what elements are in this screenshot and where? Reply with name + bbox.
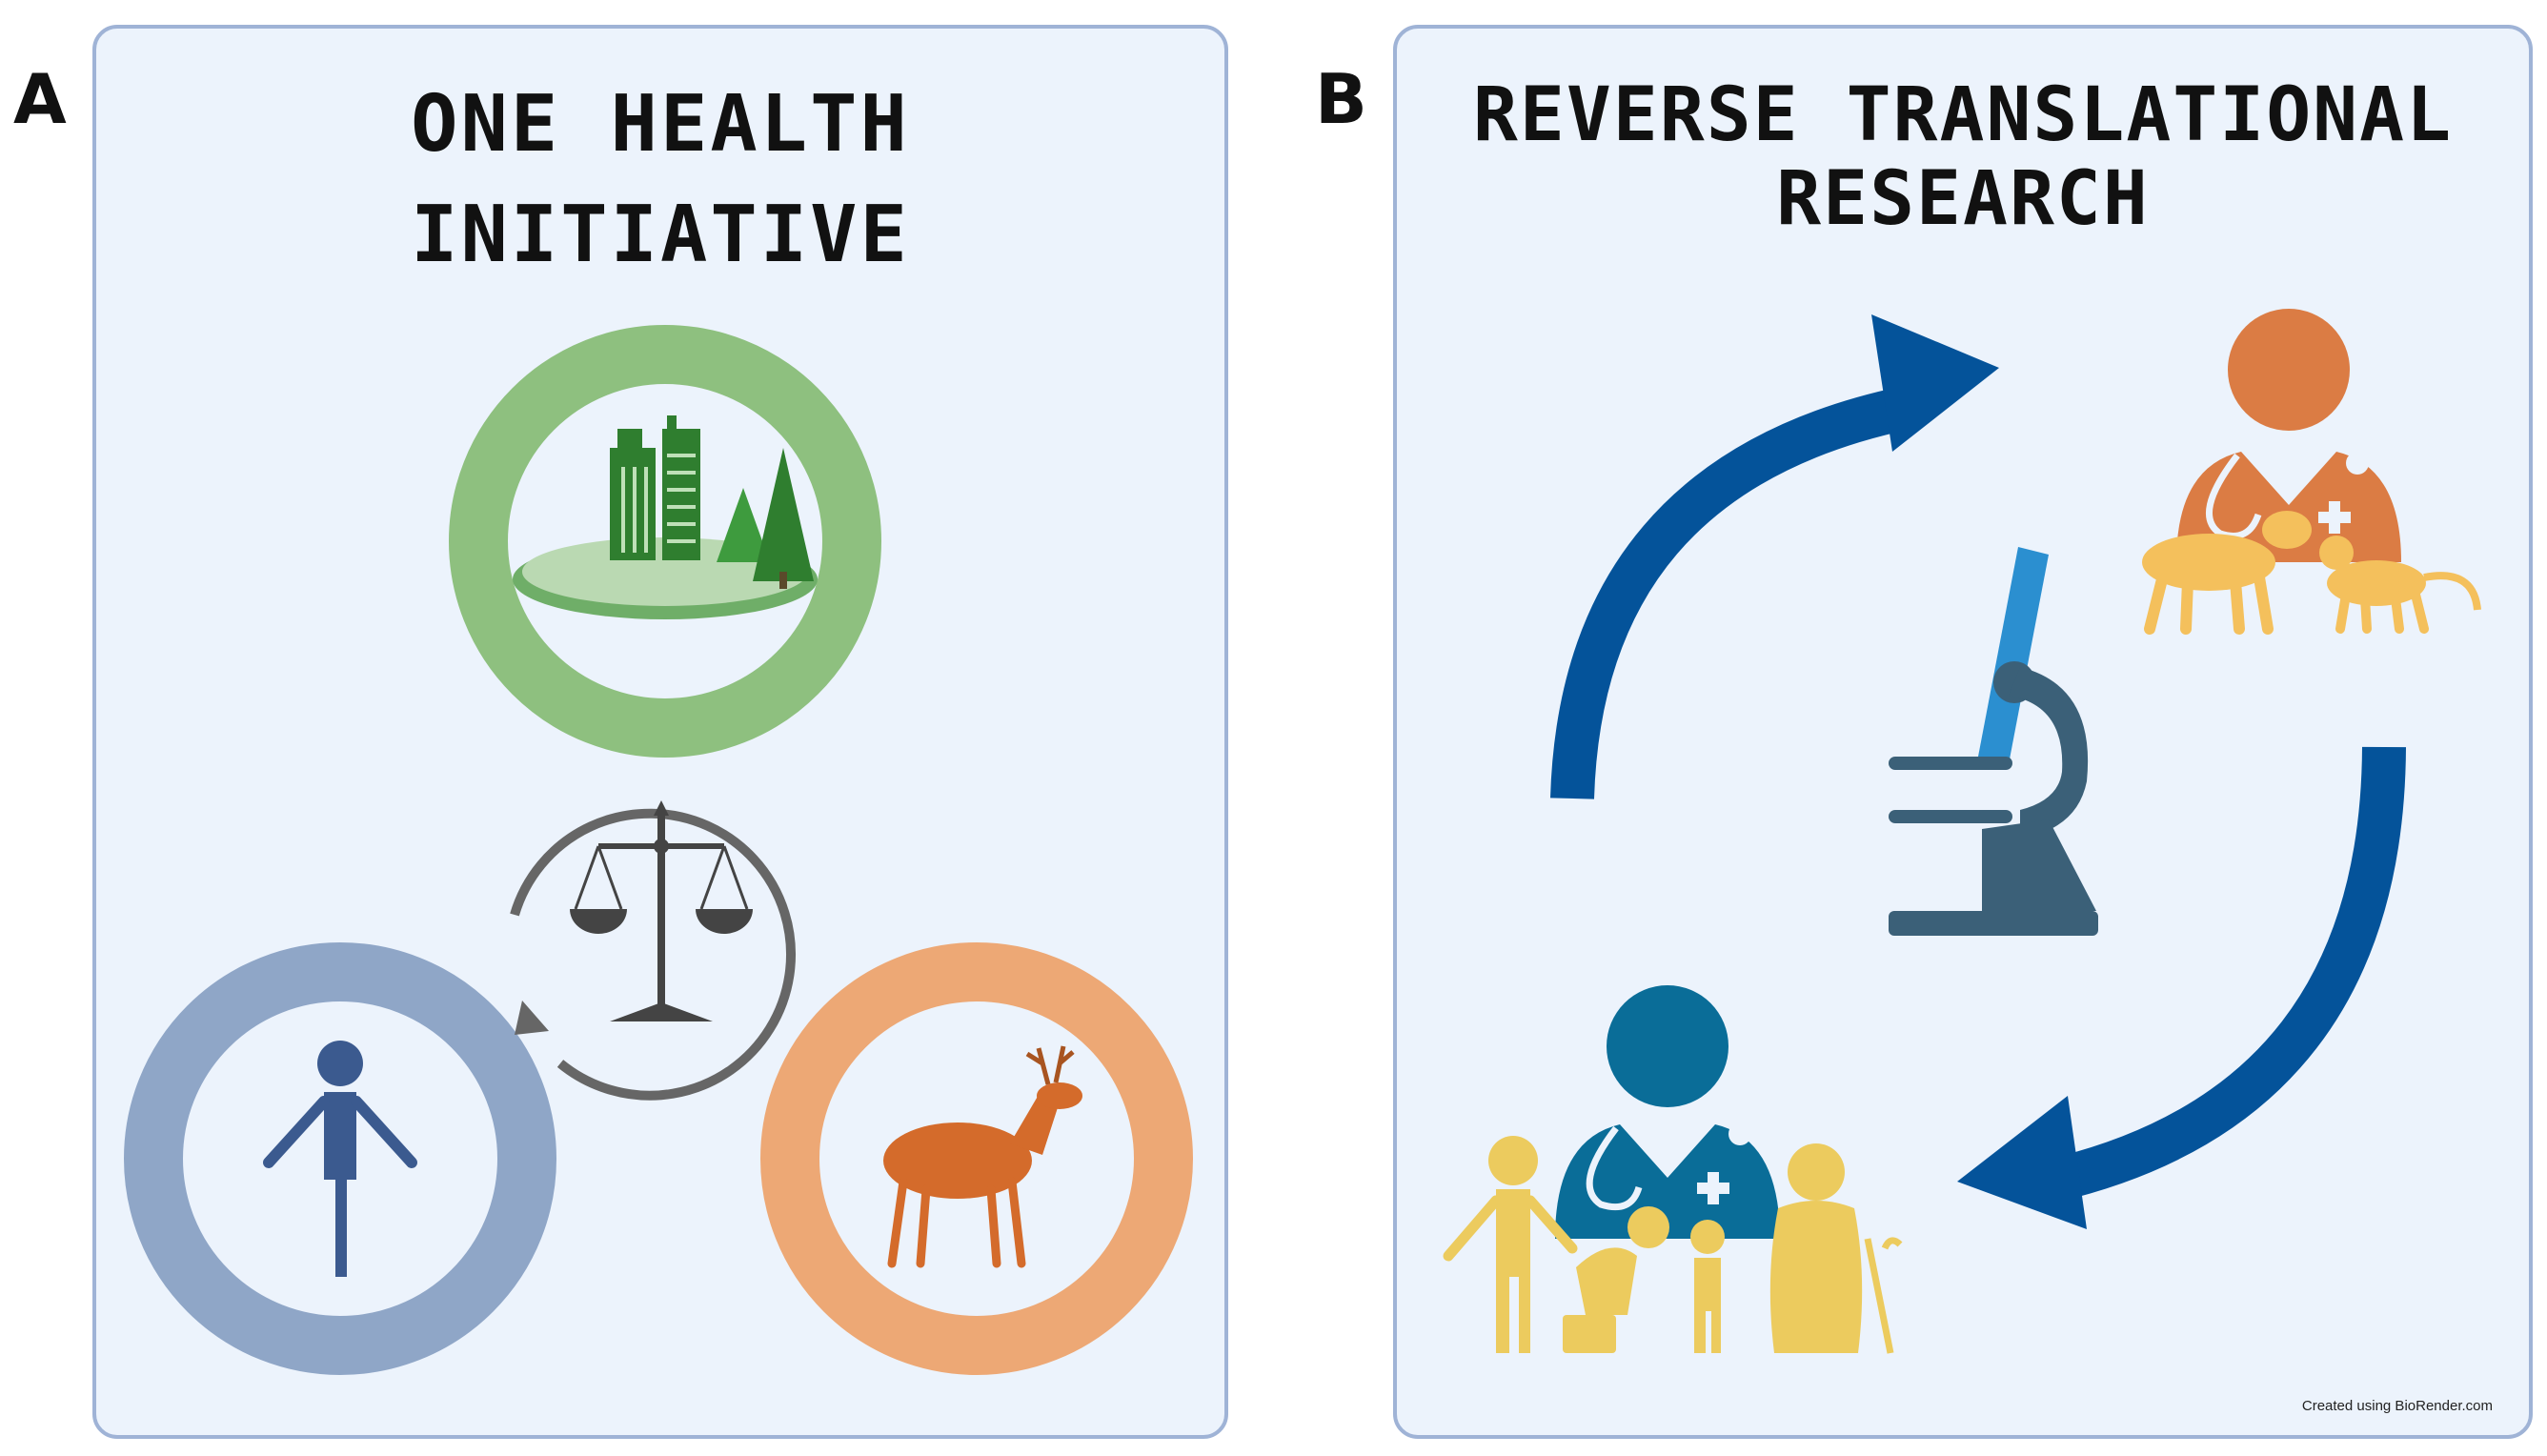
panel-b-title: REVERSE TRANSLATIONAL RESEARCH: [1397, 78, 2529, 236]
panel-b-title-line2: RESEARCH: [1776, 156, 2150, 242]
arrow-up-right-icon: [1550, 314, 1999, 799]
dog-cat-icon: [2142, 511, 2481, 635]
panel-a-title-line1: ONE HEALTH: [411, 79, 910, 170]
panel-a: ONE HEALTH INITIATIVE: [92, 25, 1228, 1439]
doctor-icon: [1555, 985, 1780, 1239]
arrow-down-left-icon: [1957, 746, 2406, 1229]
environment-icon: [449, 325, 881, 758]
panel-b-letter: B: [1315, 59, 1367, 139]
veterinarian-icon: [2176, 309, 2401, 562]
panel-b-title-line1: REVERSE TRANSLATIONAL: [1472, 72, 2454, 158]
panel-a-title-line2: INITIATIVE: [411, 190, 910, 280]
patients-icon: [1443, 1136, 1903, 1354]
panel-a-letter: A: [13, 59, 67, 139]
deer-icon: [760, 942, 1193, 1375]
human-icon: [124, 942, 556, 1375]
panel-a-title: ONE HEALTH INITIATIVE: [96, 86, 1224, 274]
microscope-icon: [1889, 547, 2098, 936]
biorender-credit: Created using BioRender.com: [2301, 1398, 2493, 1414]
balance-scale-icon: [510, 800, 796, 1101]
